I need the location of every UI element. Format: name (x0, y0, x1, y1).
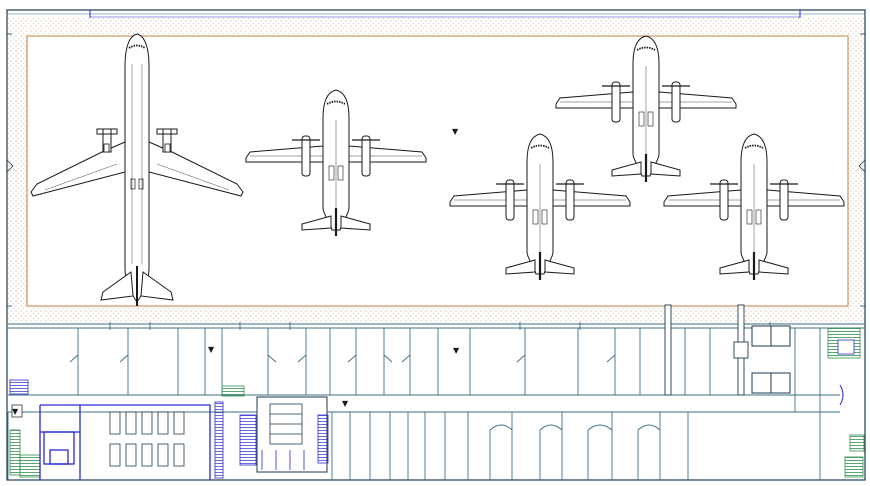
office-cluster (39, 401, 224, 480)
shaft-1 (664, 304, 672, 396)
level-marker: ▼ (452, 127, 459, 136)
level-marker-3: ▼ (453, 346, 460, 355)
hatch-stair-mid (221, 385, 245, 397)
desk-banks (109, 411, 185, 467)
level-marker-2: ▼ (208, 345, 215, 354)
level-marker-5: ▼ (12, 407, 19, 416)
support-block (7, 322, 865, 480)
locker-banks (751, 325, 791, 394)
building-outline (6, 9, 866, 481)
toilet-block (239, 396, 329, 473)
stair-core-right (827, 327, 865, 478)
column-marks (6, 33, 866, 307)
level-marker-4: ▼ (342, 399, 349, 408)
